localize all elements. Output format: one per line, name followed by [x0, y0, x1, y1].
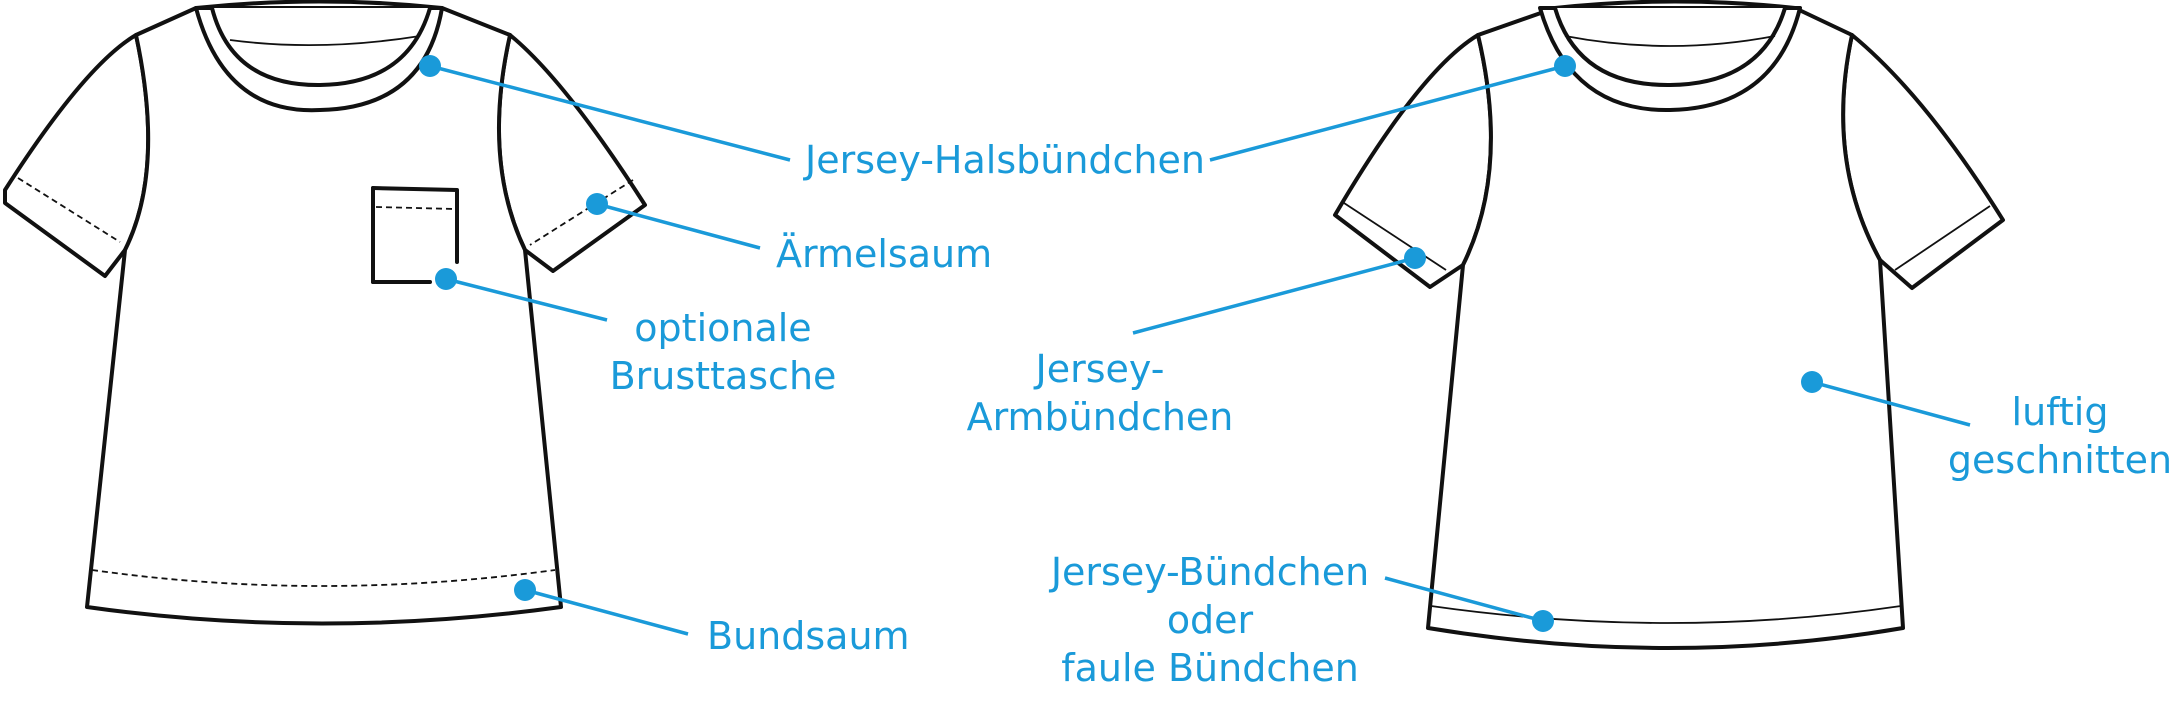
label-arm-cuff-line2: Armbündchen: [966, 395, 1234, 439]
label-waist-hem-text: Bundsaum: [707, 614, 910, 658]
right-shirt-neckband-stitch: [1564, 35, 1776, 47]
leader-dot-fit: [1801, 371, 1823, 393]
right-shirt: [1333, 0, 2005, 650]
label-neckband: Jersey-Halsbündchen: [805, 136, 1205, 184]
right-shirt-right-sleeve-cuff: [1894, 205, 1991, 271]
leader-arm-cuff: [1132, 256, 1416, 335]
left-shirt-pocket-stitch: [375, 206, 456, 210]
left-shirt-neckband-stitch: [229, 35, 421, 47]
label-neckband-text: Jersey-Halsbündchen: [805, 138, 1205, 182]
left-shirt-right-sleeve-stitching: [529, 179, 634, 246]
label-hem-band-line1: Jersey-Bündchen: [1050, 550, 1370, 594]
leader-dot-sleeve-hem: [586, 193, 608, 215]
right-shirt-hem-band: [1430, 605, 1902, 624]
leader-dot-neckband-left: [419, 55, 441, 77]
label-fit: luftig geschnitten: [1945, 388, 2175, 484]
label-arm-cuff: Jersey- Armbündchen: [960, 345, 1240, 441]
leader-waist-hem: [524, 588, 689, 636]
leader-dot-pocket: [435, 268, 457, 290]
label-fit-line1: luftig: [2011, 390, 2109, 434]
leader-dot-arm-cuff: [1404, 247, 1426, 269]
label-hem-band-line2: oder: [1166, 598, 1254, 642]
left-shirt-left-sleeve-stitching: [17, 177, 121, 243]
label-pocket-line2: Brusttasche: [609, 354, 837, 398]
left-shirt-right-sleeve: [496, 33, 647, 273]
left-shirt-neckband-inner: [210, 6, 432, 88]
leader-pocket: [445, 277, 608, 322]
label-pocket-line1: optionale: [634, 306, 812, 350]
label-sleeve-hem-text: Ärmelsaum: [776, 232, 993, 276]
label-waist-hem: Bundsaum: [707, 612, 910, 660]
leader-hem-band: [1384, 576, 1544, 623]
left-shirt-hem-stitch: [91, 569, 556, 587]
leader-dot-waist-hem: [514, 579, 536, 601]
leader-sleeve-hem: [596, 202, 761, 250]
label-sleeve-hem: Ärmelsaum: [776, 230, 992, 278]
leader-fit: [1811, 380, 1971, 427]
leader-neckband-left: [429, 64, 791, 162]
label-hem-band-line3: faule Bündchen: [1061, 646, 1359, 690]
leader-dot-neckband-right: [1554, 55, 1576, 77]
label-fit-line2: geschnitten: [1947, 438, 2173, 482]
leader-lines: [419, 55, 1971, 636]
right-shirt-body: [1426, 0, 1905, 650]
label-hem-band: Jersey-Bündchen oder faule Bündchen: [1040, 548, 1380, 692]
left-shirt-body: [85, 0, 563, 626]
leader-dot-hem-band: [1532, 610, 1554, 632]
left-shirt: [3, 0, 647, 626]
leader-neckband-right: [1209, 64, 1566, 162]
left-shirt-left-sleeve: [3, 33, 151, 278]
label-pocket: optionale Brusttasche: [603, 304, 843, 400]
label-arm-cuff-line1: Jersey-: [1035, 347, 1165, 391]
right-shirt-left-sleeve-cuff: [1343, 202, 1447, 271]
